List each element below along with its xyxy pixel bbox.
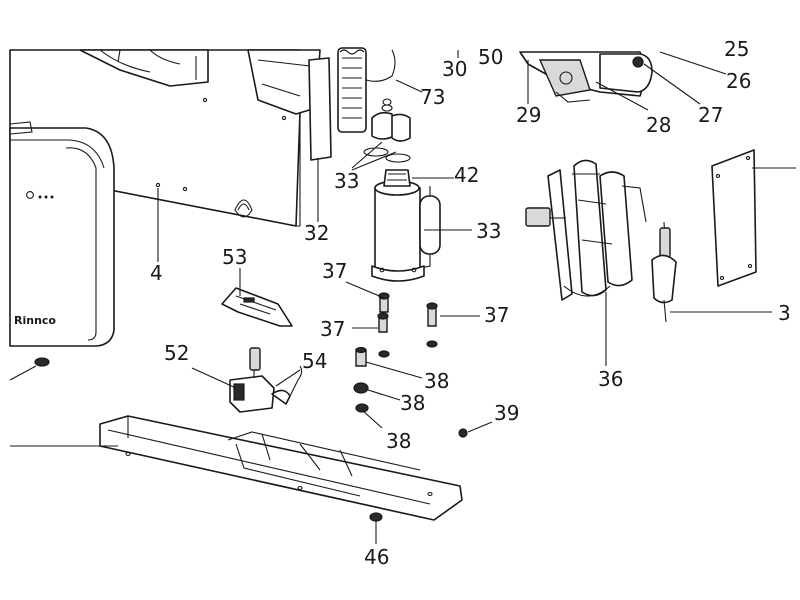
compressor xyxy=(371,169,441,282)
callout-37-top: 37 xyxy=(322,259,347,283)
callout-26: 26 xyxy=(726,69,751,93)
fan-assembly xyxy=(79,49,209,87)
callout-42: 42 xyxy=(454,163,479,187)
callout-50: 50 xyxy=(478,45,503,69)
drain-plug-46 xyxy=(369,512,383,522)
callout-30: 30 xyxy=(442,57,467,81)
callout-38-top: 38 xyxy=(424,369,449,393)
callout-25: 25 xyxy=(724,37,749,61)
callout-52: 52 xyxy=(164,341,189,365)
pipe-connectors xyxy=(363,98,411,163)
callout-27: 27 xyxy=(698,103,723,127)
insulation-strip xyxy=(308,57,332,161)
bracket-53 xyxy=(221,287,293,327)
callout-46: 46 xyxy=(364,545,389,569)
callout-33-compressor: 33 xyxy=(476,219,501,243)
callout-33-pipes: 33 xyxy=(334,169,359,193)
condenser-coil xyxy=(525,159,647,301)
callout-32: 32 xyxy=(304,221,329,245)
screw-39 xyxy=(458,428,468,438)
callout-39: 39 xyxy=(494,401,519,425)
callout-28: 28 xyxy=(646,113,671,137)
callout-73: 73 xyxy=(420,85,445,109)
callout-54: 54 xyxy=(302,349,327,373)
vibration-bolts xyxy=(377,292,438,358)
callout-37-right: 37 xyxy=(484,303,509,327)
wire-73 xyxy=(365,49,396,82)
callout-4: 4 xyxy=(150,261,163,285)
sensor-assembly xyxy=(651,221,677,323)
panel-knob xyxy=(9,121,33,135)
right-side-panel xyxy=(711,149,757,287)
evaporator-coil xyxy=(337,47,367,133)
foot-pad-left xyxy=(34,357,50,367)
callout-3: 3 xyxy=(778,301,791,325)
front-panel: Rinnco xyxy=(9,127,115,347)
callout-38-mid: 38 xyxy=(400,391,425,415)
front-panel-logo: Rinnco xyxy=(14,314,56,327)
callout-labels: 25 26 27 28 29 30 50 73 32 33 42 33 4 53… xyxy=(150,37,791,569)
callout-53: 53 xyxy=(222,245,247,269)
callout-29: 29 xyxy=(516,103,541,127)
callout-37-left: 37 xyxy=(320,317,345,341)
rubber-grommets xyxy=(353,346,369,413)
leader-lines xyxy=(9,50,796,544)
water-pump xyxy=(229,347,303,413)
fan-motor xyxy=(519,51,653,103)
callout-36: 36 xyxy=(598,367,623,391)
side-bracket xyxy=(247,49,321,115)
callout-38-bottom: 38 xyxy=(386,429,411,453)
